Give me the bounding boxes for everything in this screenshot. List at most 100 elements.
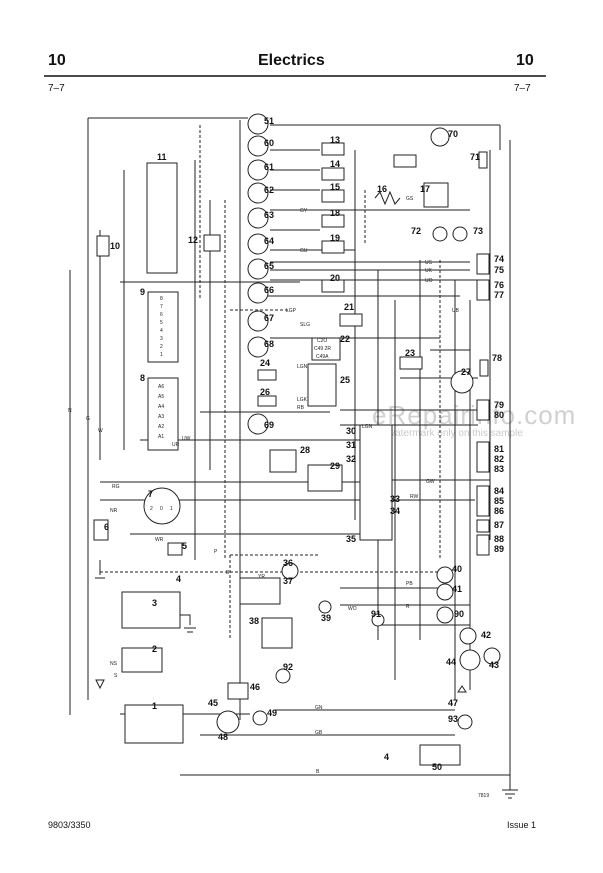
wire-label: RB (297, 405, 305, 411)
wire-label: UR (172, 442, 180, 448)
component-number: 83 (494, 464, 504, 474)
fuse-label: A1 (158, 434, 164, 440)
wire-label: PB (406, 581, 413, 587)
wire-label: UO (425, 278, 433, 284)
component-number: 12 (188, 235, 198, 245)
fuse-label: A6 (158, 384, 164, 390)
relay-pin: C49A (316, 354, 329, 360)
component-number: 62 (264, 185, 274, 195)
component-number: 88 (494, 534, 504, 544)
watermark-sub: Watermark only on this sample (386, 428, 523, 439)
wire-label: US (425, 260, 433, 266)
wire-label: G (86, 416, 90, 422)
component-number: 43 (489, 660, 499, 670)
component-number: 78 (492, 353, 502, 363)
page-ref-right: 7–7 (514, 83, 531, 94)
component-number: 91 (371, 609, 381, 619)
component-number: 66 (264, 285, 274, 295)
wire-label: GN (315, 705, 323, 711)
component-number: 32 (346, 454, 356, 464)
fuse-label: 3 (160, 336, 163, 342)
component-number: 71 (470, 152, 480, 162)
switch-pin: 0 (160, 506, 163, 512)
component-number: 84 (494, 486, 504, 496)
component-number: 77 (494, 290, 504, 300)
component-number: 45 (208, 698, 218, 708)
wire-label: W (98, 428, 103, 434)
component-number: 61 (264, 162, 274, 172)
component-number: 85 (494, 496, 504, 506)
wire-label: S (114, 673, 118, 679)
component-number: 4 (384, 752, 389, 762)
relay-pin: C49 2R (314, 346, 331, 352)
wire-label-group: GY GS GU US UK UO UB LGP SLG LGN LGK RB … (68, 196, 460, 775)
wire-label: RG (112, 484, 120, 490)
component-number: 41 (452, 584, 462, 594)
component-number: 86 (494, 506, 504, 516)
component-number: 38 (249, 616, 259, 626)
wire-label: WO (348, 606, 357, 612)
page-ref-left: 7–7 (48, 83, 65, 94)
component-number: 13 (330, 135, 340, 145)
component-number: 3 (152, 598, 157, 608)
component-number: 9 (140, 287, 145, 297)
component-number: 68 (264, 339, 274, 349)
component-number: 14 (330, 159, 340, 169)
component-number: 30 (346, 426, 356, 436)
section-number-left: 10 (48, 52, 66, 69)
wire-label: SLG (300, 322, 310, 328)
wire-label: GW (426, 479, 435, 485)
component-number: 22 (340, 334, 350, 344)
component-number: 44 (446, 657, 456, 667)
component-number: 28 (300, 445, 310, 455)
component-number: 37 (283, 576, 293, 586)
component-number: 46 (250, 682, 260, 692)
component-number: 93 (448, 714, 458, 724)
component-number: 1 (152, 701, 157, 711)
component-number: 63 (264, 210, 274, 220)
wire-label: P (214, 549, 218, 555)
wire-label: UB (452, 308, 460, 314)
issue-label: Issue 1 (507, 820, 537, 830)
component-number: 74 (494, 254, 504, 264)
fuse-label: 7 (160, 304, 163, 310)
switch-pin: 2 (150, 506, 153, 512)
component-number: 19 (330, 233, 340, 243)
component-number: 80 (494, 410, 504, 420)
component-number: 11 (157, 152, 167, 162)
component-number: 35 (346, 534, 356, 544)
fuse-labels: 8 7 6 5 4 3 2 1 A6 A5 A4 A3 A2 A1 2 0 1 (150, 296, 173, 512)
component-number: 2 (152, 644, 157, 654)
component-number: 42 (481, 630, 491, 640)
component-number: 16 (377, 184, 387, 194)
component-number: 51 (264, 116, 274, 126)
wire-label: B (226, 570, 230, 576)
fuse-label: 8 (160, 296, 163, 302)
page-title: Electrics (258, 52, 325, 69)
wire-label: GY (300, 208, 308, 214)
fuse-label: 6 (160, 312, 163, 318)
component-number: 40 (452, 564, 462, 574)
component-number: 27 (461, 367, 471, 377)
component-number: 92 (283, 662, 293, 672)
document-number: 9803/3350 (48, 820, 91, 830)
component-number: 6 (104, 522, 109, 532)
component-number: 50 (432, 762, 442, 772)
fuse-label: 1 (160, 352, 163, 358)
component-number: 20 (330, 273, 340, 283)
component-number: 39 (321, 613, 331, 623)
fuse-label: A3 (158, 414, 164, 420)
wire-label: LGK (297, 397, 308, 403)
component-number: 60 (264, 138, 274, 148)
component-number: 36 (283, 558, 293, 568)
wire-label: GU (300, 248, 308, 254)
wire-label: NS (110, 661, 118, 667)
fuse-label: 4 (160, 328, 163, 334)
component-number: 89 (494, 544, 504, 554)
lamp-symbols (143, 113, 501, 734)
figure-ref: 7819 (478, 793, 489, 799)
component-number: 69 (264, 420, 274, 430)
component-number: 49 (267, 708, 277, 718)
